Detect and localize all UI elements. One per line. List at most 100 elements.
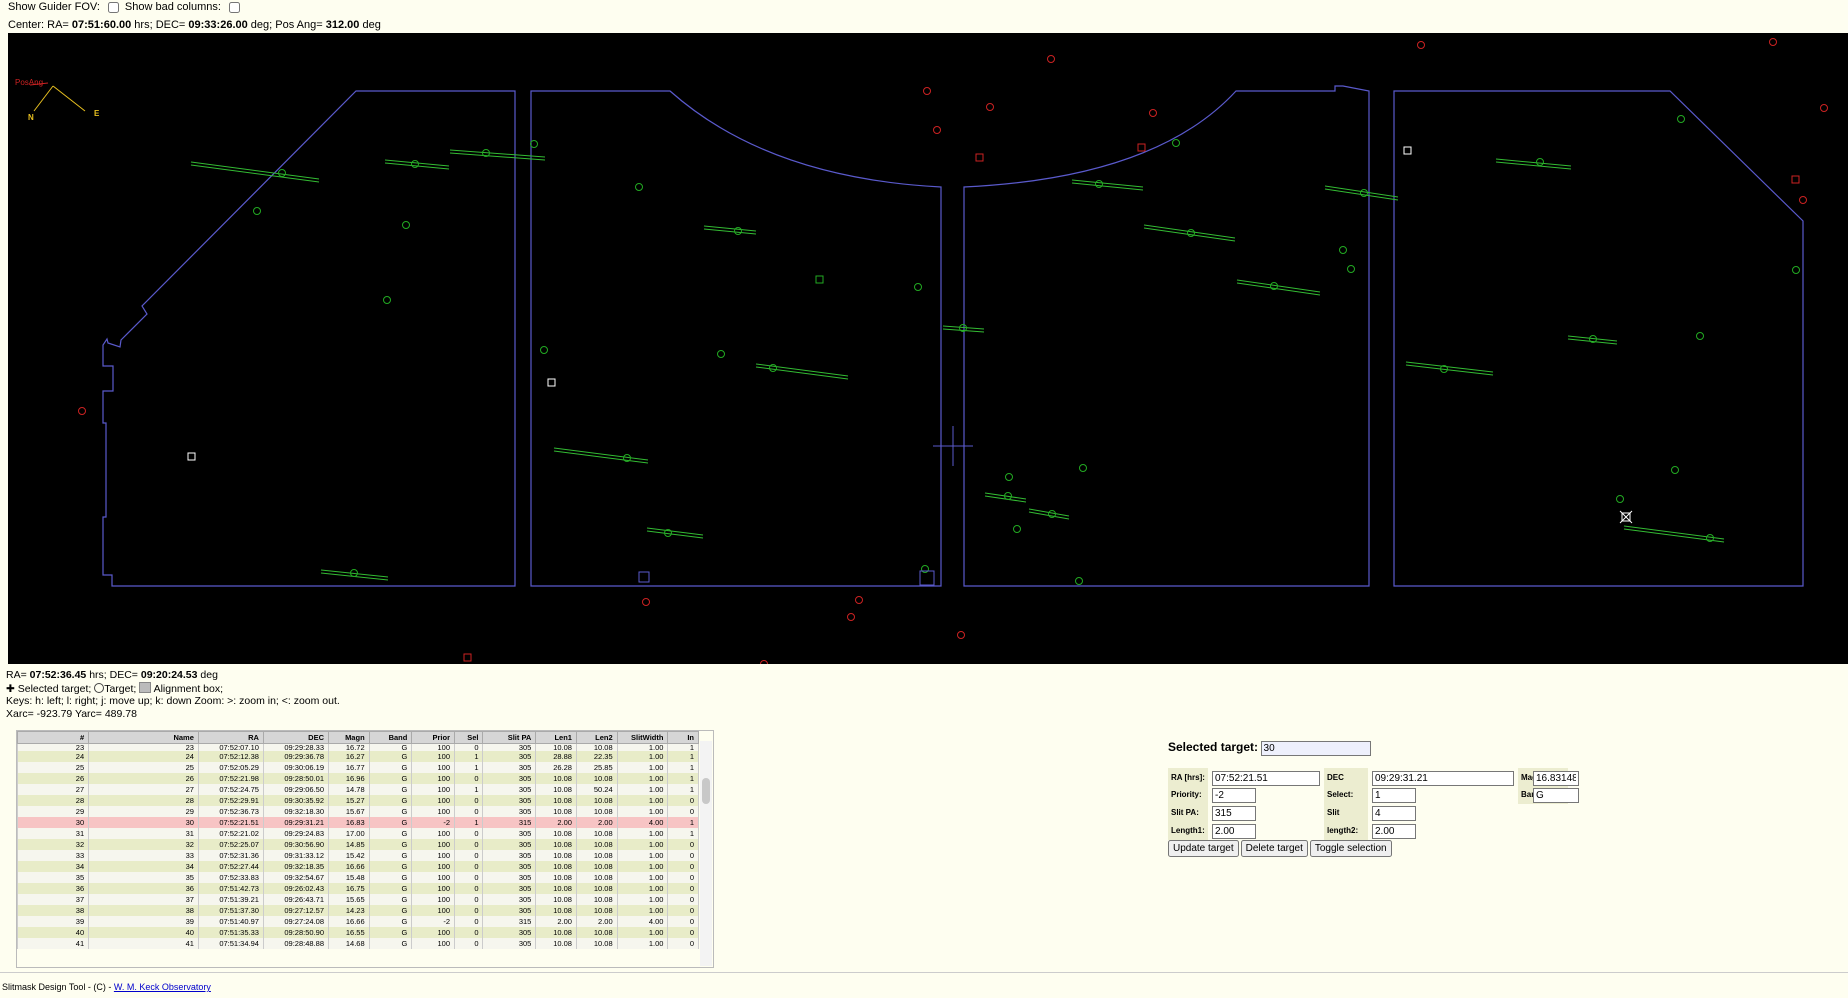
alignment-box-icon [139,681,152,693]
table-scrollbar[interactable] [700,741,712,966]
column-header[interactable]: In [667,731,699,744]
table-cell: 14.68 [328,938,370,949]
table-cell: 305 [482,795,537,806]
table-cell: 0 [667,927,699,938]
table-cell: 31 [88,828,199,839]
dec-input[interactable] [1372,771,1514,786]
table-cell: 16.72 [328,743,370,751]
table-cell: 07:52:07.10 [197,743,264,751]
column-header[interactable]: DEC [262,731,330,744]
slit-width-input[interactable] [1372,806,1416,821]
table-cell: 100 [411,927,456,938]
mask-outline [102,85,1804,587]
selected-target-input[interactable] [1260,741,1371,756]
table-cell: 2.00 [575,916,618,927]
table-cell: 0 [667,916,699,927]
table-cell: 1 [454,751,484,762]
column-header[interactable]: Magn [328,731,370,744]
select-label: Select: [1324,786,1368,804]
cursor-dec-unit: deg [200,669,218,681]
table-cell: 1 [667,743,699,751]
column-header[interactable]: Len1 [535,731,577,744]
table-cell: 16.66 [328,861,370,872]
table-cell: 09:32:18.30 [262,806,330,817]
table-cell: 10.08 [535,828,577,839]
table-cell: G [368,916,413,927]
table-cell: 1 [667,751,699,762]
target-markers [253,115,1800,585]
column-header[interactable]: Prior [411,731,456,744]
keck-observatory-link[interactable]: W. M. Keck Observatory [113,982,211,992]
column-header[interactable]: Slit PA [482,731,537,744]
toggle-selection-button[interactable]: Toggle selection [1309,840,1392,857]
column-header[interactable]: Name [88,731,199,744]
mask-view[interactable]: PosAng N E [8,33,1848,664]
sky-canvas[interactable]: PosAng N E [8,33,1848,664]
table-cell: 1.00 [616,861,669,872]
table-cell: 07:51:35.33 [197,927,264,938]
column-header[interactable]: SlitWidth [616,731,669,744]
magnitude-input[interactable] [1533,771,1579,786]
update-target-button[interactable]: Update target [1168,840,1239,857]
column-header[interactable]: # [17,731,90,744]
priority-input[interactable] [1212,788,1256,803]
column-header[interactable]: Sel [454,731,484,744]
table-cell: G [368,773,413,784]
slit-pa-input[interactable] [1212,806,1256,821]
dec-label: DEC [deg]: [1324,768,1368,802]
delete-target-button[interactable]: Delete target [1240,840,1308,857]
table-cell: 34 [88,861,199,872]
table-cell: 07:51:39.21 [197,894,264,905]
table-cell: G [368,861,413,872]
selected-target-marker[interactable] [1619,510,1633,524]
table-cell: -2 [411,916,456,927]
column-header[interactable]: Len2 [575,731,618,744]
column-header[interactable]: Band [368,731,413,744]
length1-input[interactable] [1212,824,1256,839]
ra-input[interactable] [1212,771,1320,786]
length2-input[interactable] [1372,824,1416,839]
table-cell: 25 [88,762,199,773]
table-scrollbar-thumb[interactable] [702,778,710,804]
table-cell: 0 [667,806,699,817]
bad-columns-checkbox[interactable] [228,1,240,13]
length1-label: Length1: [1168,822,1208,840]
table-cell: 07:51:37.30 [197,905,264,916]
ra-label: RA [hrs]: [1168,768,1208,788]
select-input[interactable] [1372,788,1416,803]
table-cell: 1.00 [616,872,669,883]
target-circle-icon [94,682,105,693]
options-bar: Show Guider FOV: Show bad columns: [8,0,240,14]
guider-fov-checkbox[interactable] [107,1,119,13]
band-input[interactable] [1533,788,1579,803]
cursor-dec-label: hrs; DEC= [89,669,138,681]
center-dec-value: 09:33:26.00 [188,19,248,31]
table-cell: 0 [454,927,484,938]
table-cell: 305 [482,839,537,850]
column-header[interactable]: RA [197,731,264,744]
length2-label: length2: [1324,822,1368,840]
table-cell: 1.00 [616,883,669,894]
